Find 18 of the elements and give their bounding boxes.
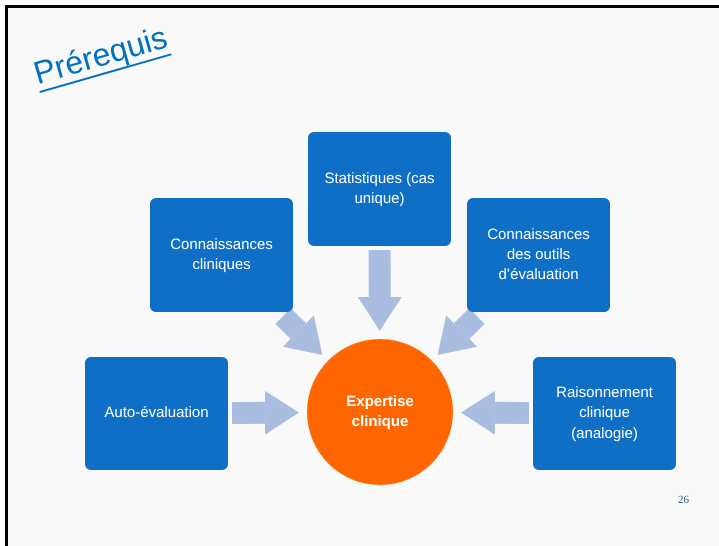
slide-title: Prérequis [30,20,172,94]
page-number: 26 [678,494,689,506]
box-label: Statistiques (cas unique) [324,168,435,209]
process-box [150,198,293,312]
block-arrow [358,250,402,331]
box-label: Expertise clinique [345,392,415,432]
process-box [533,357,676,470]
box-label: Raisonnement clinique (analogie) [555,383,654,444]
block-arrow [275,308,322,355]
block-arrow [438,308,485,355]
block-arrow [232,390,299,435]
box-label: Connaissances des outils d’évaluation [486,224,591,286]
box-label: Auto-évaluation [104,403,209,424]
block-arrow [461,390,530,435]
process-box [467,198,610,312]
box-label: Connaissances cliniques [169,234,274,275]
process-box [85,357,228,470]
process-box [308,132,451,246]
